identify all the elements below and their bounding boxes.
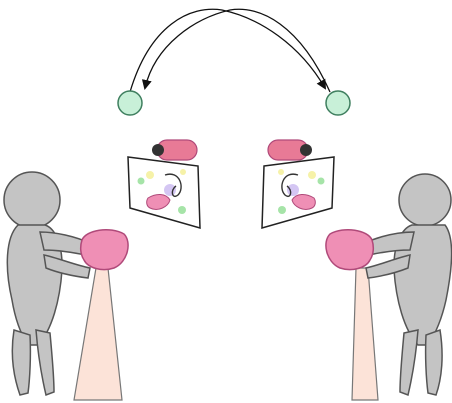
arrow-right-to-left [145, 9, 330, 92]
left-pedestal [74, 268, 122, 400]
left-camera-icon [152, 140, 197, 160]
right-pedestal [352, 268, 378, 400]
left-user-person-icon [4, 172, 92, 395]
left-screen-icon [128, 157, 200, 228]
left-node-icon [118, 91, 142, 115]
right-screen-icon [262, 157, 334, 228]
arrow-left-to-right [130, 9, 325, 92]
right-camera-icon [268, 140, 312, 160]
right-node-icon [326, 91, 350, 115]
right-hand-device-icon [326, 230, 373, 270]
left-hand-device-icon [81, 230, 128, 270]
